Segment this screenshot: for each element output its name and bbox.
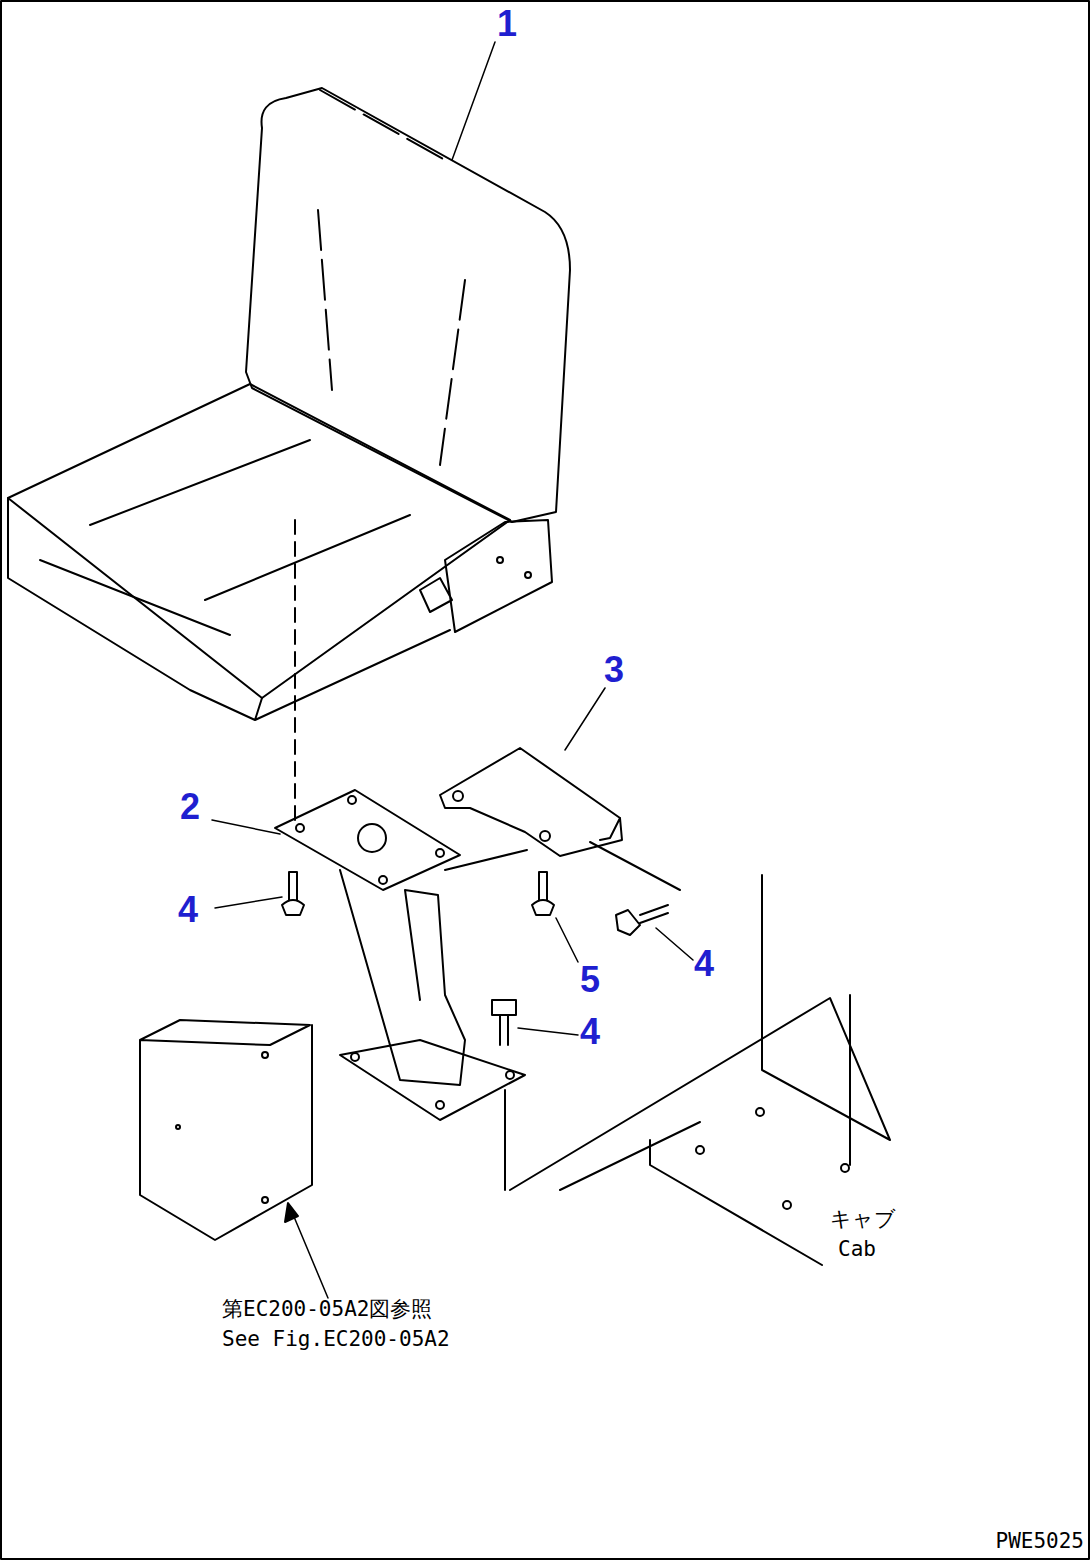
cover <box>140 1020 312 1240</box>
drawing-number: PWE5025 <box>995 1530 1084 1553</box>
seat-back-detail <box>318 90 465 465</box>
bolt <box>492 1000 516 1045</box>
location-label: Cab <box>838 1238 876 1261</box>
assembly-line <box>294 520 296 826</box>
hole <box>262 1197 268 1203</box>
seat-cushion-top <box>8 384 510 698</box>
reference-leader <box>292 1212 328 1298</box>
reference-note: 第EC200-05A2図参照 <box>222 1298 432 1321</box>
seat-mount-plate <box>275 790 460 890</box>
bolt <box>282 872 304 915</box>
seat-cushion-front <box>8 498 450 720</box>
assembly-line <box>590 842 680 890</box>
seat-back <box>246 88 570 522</box>
hole <box>348 796 356 804</box>
hole <box>453 791 463 801</box>
hole <box>358 824 386 852</box>
hole <box>296 824 304 832</box>
hole <box>379 876 387 884</box>
hole <box>783 1201 791 1209</box>
callout-number: 3 <box>604 650 624 690</box>
hole <box>506 1071 514 1079</box>
cab-floor <box>510 875 890 1265</box>
hole <box>262 1052 268 1058</box>
hole <box>756 1108 764 1116</box>
leader-line <box>212 42 693 1035</box>
seat-cushion-detail <box>40 440 410 635</box>
bolt <box>532 872 554 915</box>
hole <box>841 1164 849 1172</box>
callout-number: 4 <box>178 890 198 930</box>
seat-slide <box>420 520 552 632</box>
bolt <box>616 905 668 935</box>
reference-note: See Fig.EC200-05A2 <box>222 1328 450 1351</box>
callout-number: 4 <box>580 1012 600 1052</box>
hole <box>176 1125 180 1129</box>
hole <box>525 572 531 578</box>
hole <box>696 1146 704 1154</box>
hole <box>540 831 550 841</box>
bracket <box>440 748 622 856</box>
hole <box>497 557 503 563</box>
callout-number: 5 <box>580 960 600 1000</box>
location-label: キャブ <box>830 1208 896 1231</box>
hole <box>351 1053 359 1061</box>
assembly-line <box>504 1090 506 1190</box>
arrowhead <box>285 1203 298 1222</box>
callout-number: 1 <box>497 4 517 44</box>
pillar-base-plate <box>340 1040 525 1120</box>
hole <box>436 849 444 857</box>
callout-number: 2 <box>180 787 200 827</box>
hole <box>436 1101 444 1109</box>
callout-number: 4 <box>694 944 714 984</box>
